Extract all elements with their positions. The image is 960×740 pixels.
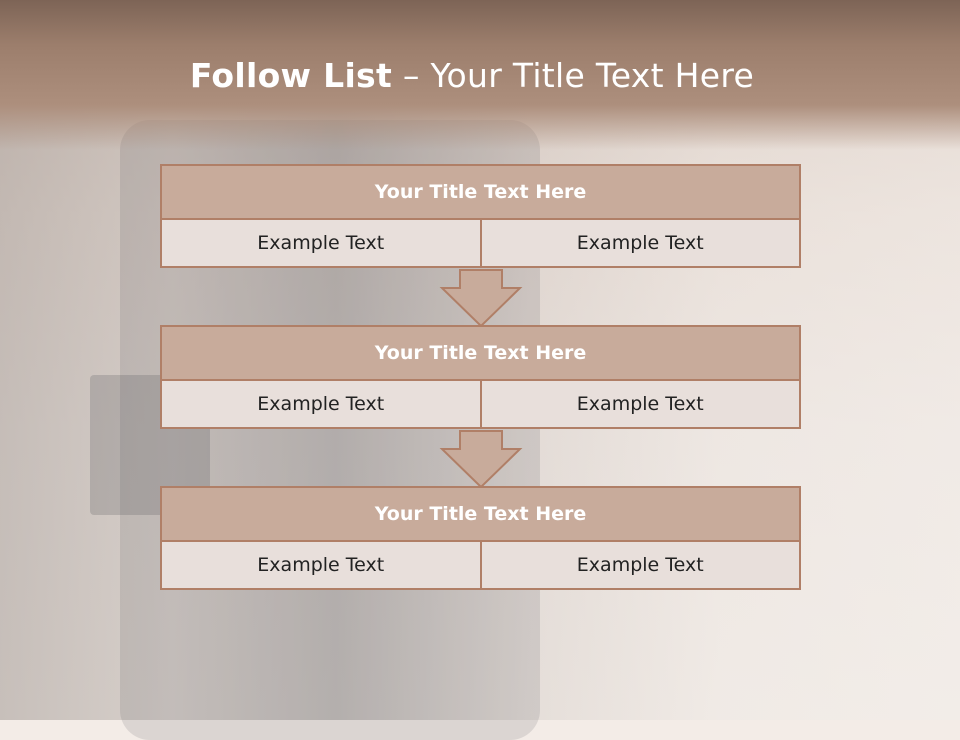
slide-header xyxy=(0,0,960,150)
step-row: Example Text Example Text xyxy=(160,540,801,590)
step-title: Your Title Text Here xyxy=(160,325,801,381)
down-arrow-icon xyxy=(439,269,523,328)
step-block-3: Your Title Text Here Example Text Exampl… xyxy=(160,486,801,590)
step-cell-right: Example Text xyxy=(479,540,801,590)
step-cell-left: Example Text xyxy=(160,540,482,590)
step-row: Example Text Example Text xyxy=(160,379,801,429)
step-cell-left: Example Text xyxy=(160,379,482,429)
step-title: Your Title Text Here xyxy=(160,486,801,542)
down-arrow-icon xyxy=(439,430,523,489)
step-block-2: Your Title Text Here Example Text Exampl… xyxy=(160,325,801,429)
step-block-1: Your Title Text Here Example Text Exampl… xyxy=(160,164,801,268)
slide-title: Follow List – Your Title Text Here xyxy=(0,56,944,95)
step-cell-right: Example Text xyxy=(479,379,801,429)
step-cell-right: Example Text xyxy=(479,218,801,268)
step-cell-left: Example Text xyxy=(160,218,482,268)
step-row: Example Text Example Text xyxy=(160,218,801,268)
slide-title-rest: – Your Title Text Here xyxy=(392,56,755,95)
step-title: Your Title Text Here xyxy=(160,164,801,220)
slide-title-bold: Follow List xyxy=(189,56,393,95)
